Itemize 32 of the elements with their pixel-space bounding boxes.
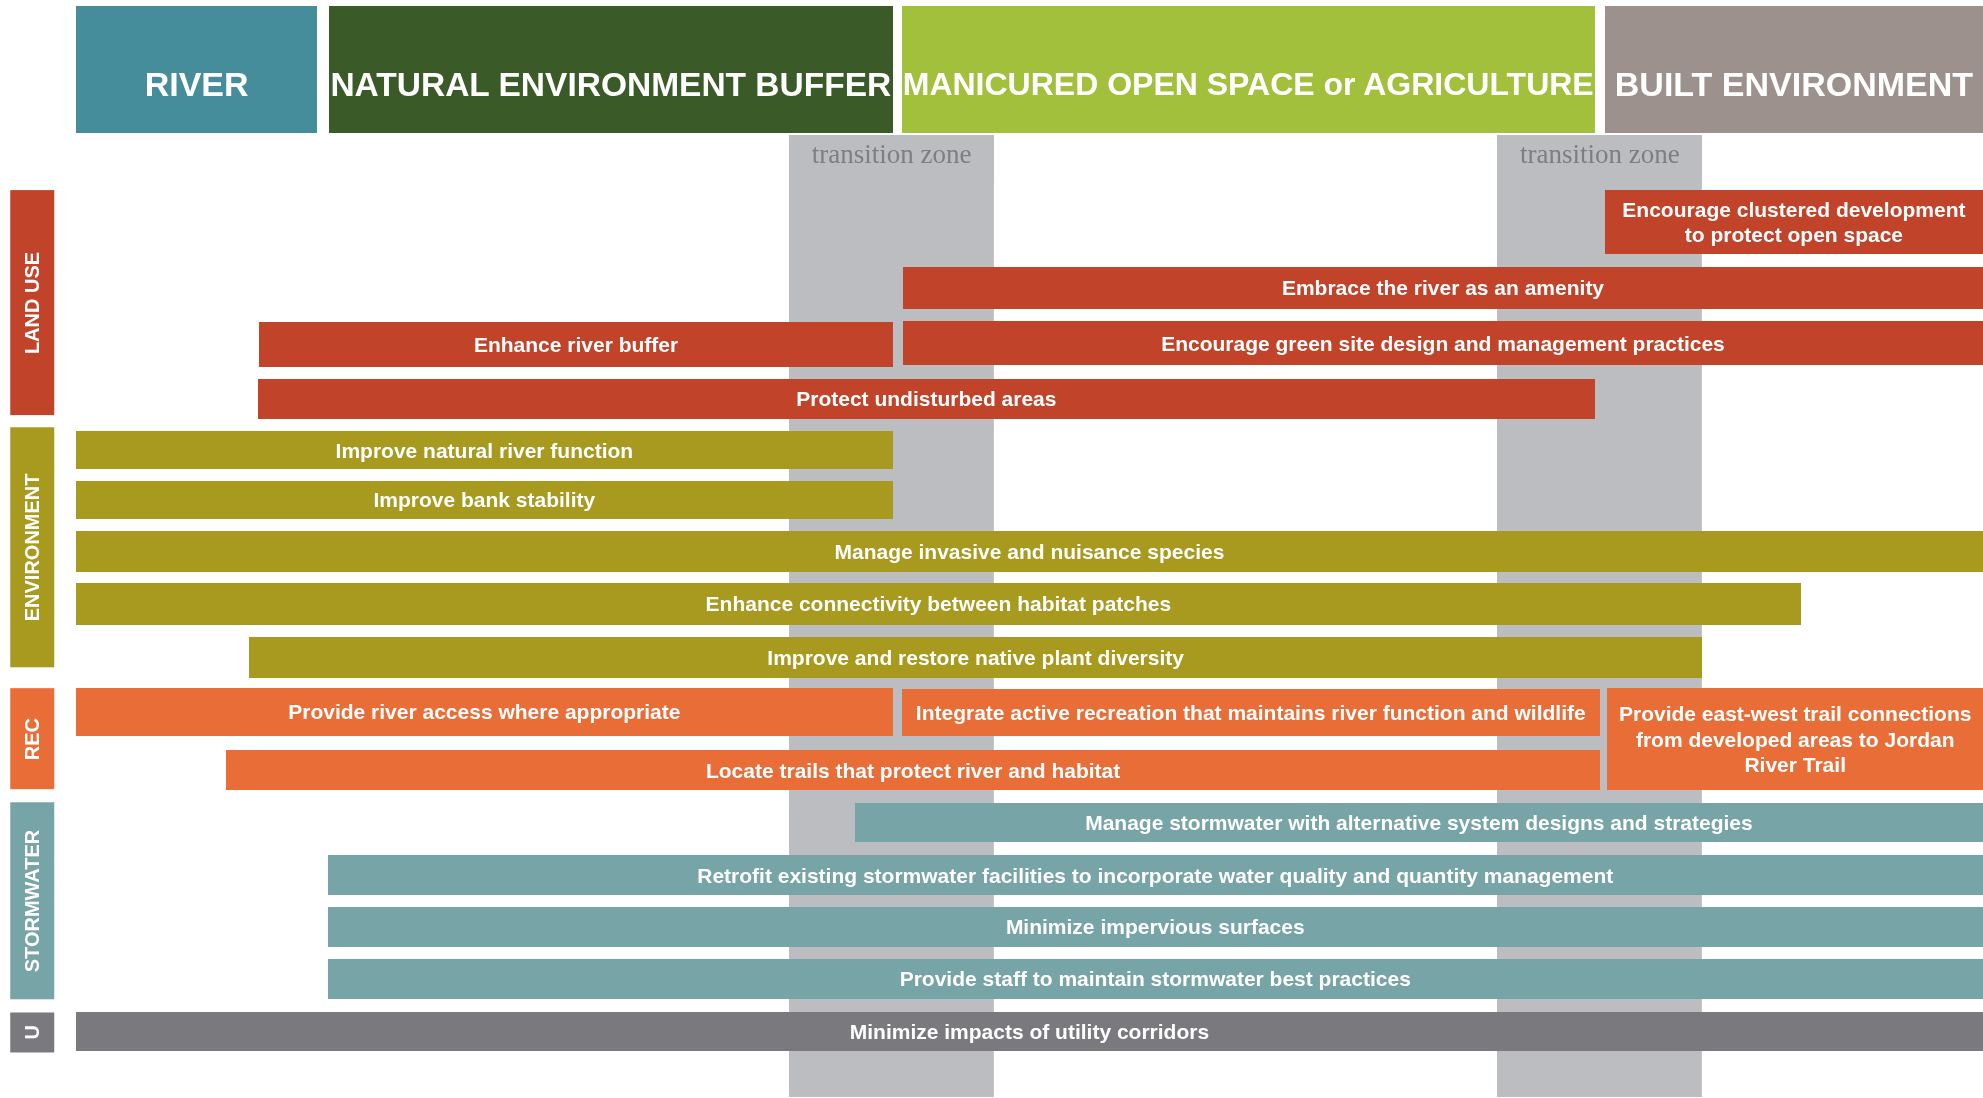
strategy-bar: Locate trails that protect river and habitat: [226, 749, 1600, 791]
strategy-bar: Manage stormwater with alternative system designs and strategies: [854, 803, 1983, 843]
strategy-bar: Manage invasive and nuisance species: [75, 531, 1983, 572]
category-tab: STORMWATER: [10, 801, 55, 1000]
strategy-bar: Protect undisturbed areas: [258, 379, 1595, 419]
strategy-bar: Provide river access where appropriate: [75, 687, 893, 736]
strategy-bar: Minimize impervious surfaces: [327, 906, 1983, 948]
zone-header: BUILT ENVIRONMENT: [1604, 6, 1983, 133]
strategy-bar: Improve and restore native plant diversity: [249, 637, 1703, 678]
strategy-bar: Improve natural river function: [75, 431, 893, 470]
category-tab: U: [10, 1011, 55, 1053]
transition-zone-band: [1497, 135, 1703, 184]
zone-label: transition zone: [1519, 139, 1680, 171]
category-tab: REC: [10, 687, 55, 790]
strategy-bar: Enhance river buffer: [259, 322, 893, 367]
strategy-bar: Encourage clustered development to protect open space: [1604, 189, 1983, 255]
strategy-bar: Retrofit existing stormwater facilities to incorporate water quality and quantity management: [327, 854, 1983, 896]
strategy-bar: Encourage green site design and management practices: [902, 321, 1983, 366]
category-tab: ENVIRONMENT: [10, 427, 55, 668]
zone-label: transition zone: [811, 139, 972, 171]
strategy-bar: Provide east-west trail connections from developed areas to Jordan River Trail: [1607, 687, 1983, 791]
strategy-bar: Integrate active recreation that maintains river function and wildlife: [901, 689, 1600, 736]
zone-header: NATURAL ENVIRONMENT BUFFER: [328, 6, 893, 133]
strategy-bar: Provide staff to maintain stormwater best practices: [327, 958, 1983, 1000]
category-tab: LAND USE: [10, 189, 55, 415]
strategy-bar: Embrace the river as an amenity: [902, 266, 1983, 309]
transition-zone-band: [789, 135, 994, 184]
strategy-bar: Enhance connectivity between habitat patches: [75, 583, 1801, 625]
strategy-bar: Improve bank stability: [75, 480, 893, 519]
strategy-bar: Minimize impacts of utility corridors: [75, 1011, 1983, 1051]
zone-header: MANICURED OPEN SPACE or AGRICULTURE: [901, 6, 1595, 133]
zone-header: RIVER: [75, 6, 318, 133]
